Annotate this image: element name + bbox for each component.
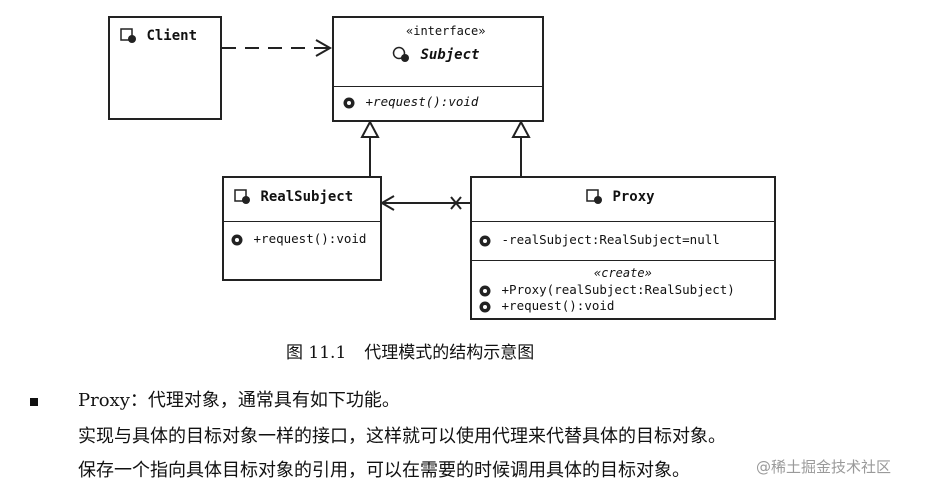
proxy-description: Proxy：代理对象，通常具有如下功能。 — [78, 390, 400, 411]
subject-interface: «interface» Subject +request():void — [332, 16, 544, 122]
proxy-class-header: Proxy — [586, 189, 655, 205]
proxy-method: +request():void — [478, 298, 614, 314]
operation-icon — [231, 234, 243, 245]
dependency-arrowhead — [315, 39, 333, 57]
proxy-constructor: +Proxy(realSubject:RealSubject) — [478, 282, 735, 298]
subject-interface-header: Subject — [392, 46, 479, 64]
bullet-icon — [30, 398, 38, 406]
subject-method-label: +request():void — [365, 94, 479, 109]
proxy-constructor-label: +Proxy(realSubject:RealSubject) — [501, 282, 735, 297]
subject-method: +request():void — [342, 94, 478, 110]
realsubject-realization-arrowhead — [360, 119, 380, 138]
proxy-class-name: Proxy — [612, 189, 655, 205]
subject-interface-name: Subject — [420, 47, 480, 63]
proxy-attribute-label: -realSubject:RealSubject=null — [501, 232, 720, 247]
proxy-attribute: -realSubject:RealSubject=null — [478, 232, 720, 248]
figure-caption: 图 11.1 代理模式的结构示意图 — [286, 338, 552, 363]
proxy-function-2: 保存一个指向具体目标对象的引用，可以在需要的时候调用具体的目标对象。 — [78, 460, 690, 481]
realsubject-method: +request():void — [230, 231, 366, 247]
interface-icon — [392, 46, 409, 62]
attribute-icon — [479, 235, 491, 246]
figure-title: 代理模式的结构示意图 — [364, 343, 535, 363]
realsubject-class-header: RealSubject — [234, 189, 353, 205]
operation-icon — [479, 301, 491, 312]
proxy-method-label: +request():void — [501, 298, 615, 313]
operation-icon — [479, 285, 491, 296]
association-x-mark — [450, 196, 462, 210]
class-icon — [234, 189, 250, 204]
proxy-divider-1 — [472, 221, 774, 222]
client-class: Client — [108, 16, 222, 120]
client-class-name: Client — [146, 28, 198, 44]
client-class-header: Client — [120, 28, 197, 44]
proxy-divider-2 — [472, 260, 774, 261]
class-icon — [586, 189, 602, 204]
class-icon — [120, 28, 136, 43]
realsubject-class: RealSubject +request():void — [222, 176, 382, 281]
proxy-class: Proxy -realSubject:RealSubject=null «cre… — [470, 176, 776, 320]
figure-number: 图 11.1 — [286, 343, 347, 363]
association-arrowhead — [380, 195, 395, 211]
realsubject-divider — [224, 221, 380, 222]
proxy-realization-arrowhead — [511, 119, 531, 138]
subject-stereotype: «interface» — [406, 24, 486, 38]
proxy-function-1: 实现与具体的目标对象一样的接口，这样就可以使用代理来代替具体的目标对象。 — [78, 426, 726, 447]
operation-icon — [343, 97, 355, 108]
subject-divider — [334, 86, 542, 87]
watermark: @稀土掘金技术社区 — [756, 458, 892, 476]
realsubject-class-name: RealSubject — [260, 189, 354, 205]
proxy-create-stereotype: «create» — [594, 266, 652, 280]
realsubject-method-label: +request():void — [253, 231, 367, 246]
